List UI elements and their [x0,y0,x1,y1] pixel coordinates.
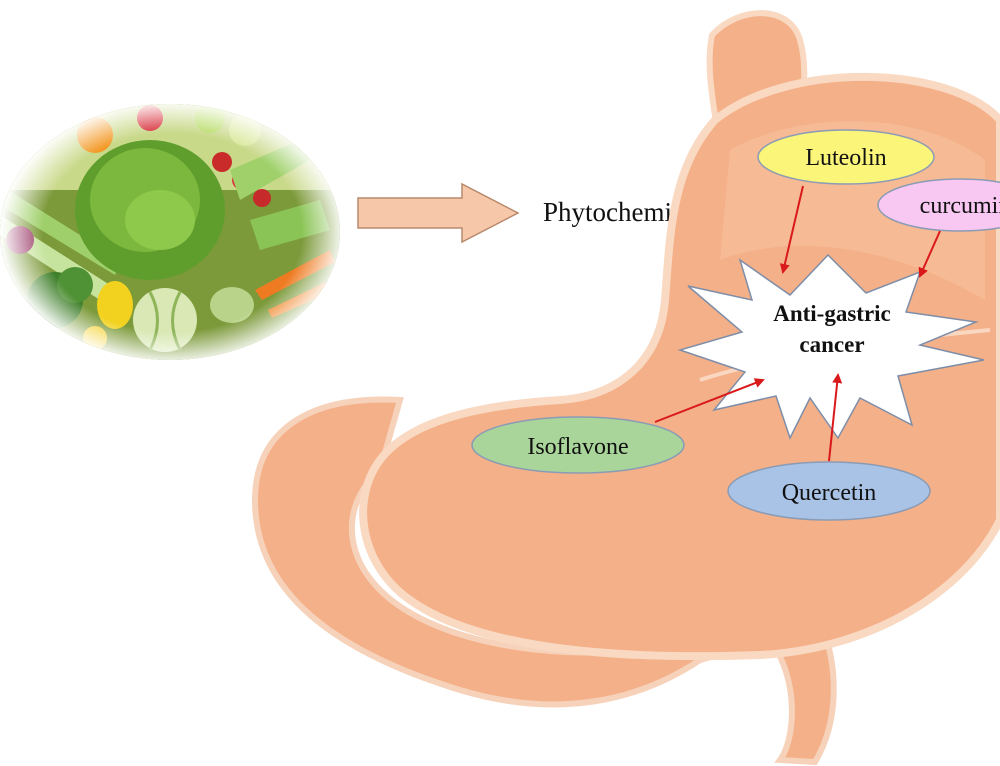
arrow-curcumin-to-center [918,230,941,278]
arrow-quercetin-to-center [828,373,843,462]
arrow-luteolin-to-center [779,185,804,274]
curcumin-node: curcumin [877,178,1000,232]
quercetin-node: Quercetin [727,461,931,521]
curcumin-label: curcumin [920,193,1000,219]
quercetin-label: Quercetin [782,480,877,506]
isoflavone-node: Isoflavone [471,416,685,474]
center-label-line1: Anti-gastric [773,301,891,326]
arrow-isoflavone-to-center [654,378,765,423]
vegetables-image [0,104,340,360]
isoflavone-label: Isoflavone [527,434,628,460]
block-arrow [357,182,520,244]
anti-gastric-cancer-burst [677,253,985,440]
center-label-line2: cancer [799,332,864,357]
luteolin-node: Luteolin [757,129,935,185]
luteolin-label: Luteolin [805,145,886,171]
